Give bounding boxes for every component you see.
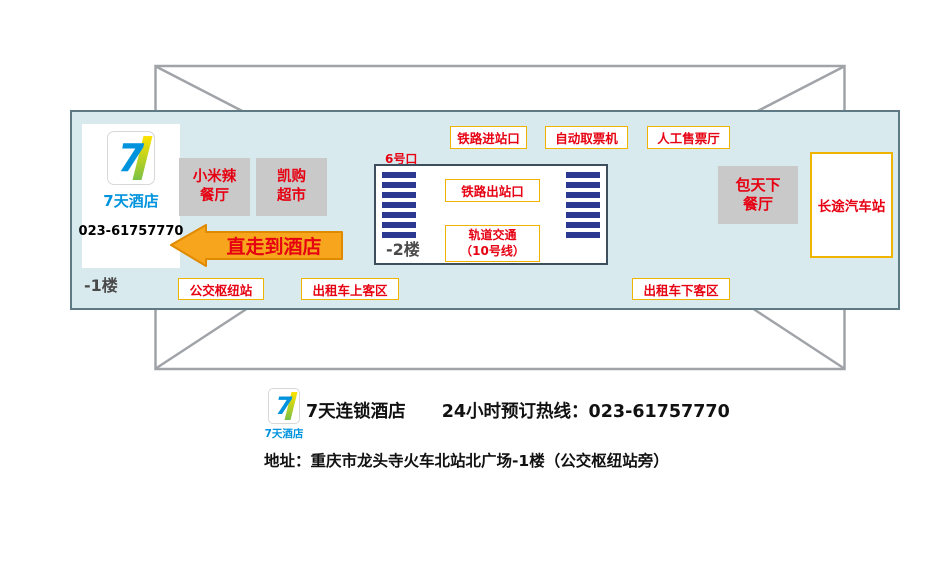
facility-taxi-dropoff: 出租车下客区 (632, 278, 730, 300)
station-map-panel: 7 7天酒店 023-61757770 -1楼 小米辣 餐厅 凯购 超市 直走到… (70, 110, 900, 310)
footer-hotline-line: 7天连锁酒店 24小时预订热线：023-61757770 (306, 398, 730, 423)
facility-ticket-office: 人工售票厅 (647, 126, 730, 149)
facility-metro-line10: 轨道交通 （10号线） (445, 225, 540, 262)
7days-logo-icon-small: 7 (268, 388, 300, 424)
facility-rail-exit: 铁路出站口 (445, 179, 540, 202)
metro-label-line: 轨道交通 (468, 227, 517, 242)
7days-logo-icon: 7 (107, 131, 155, 185)
facility-coach-terminal: 长途汽车站 (810, 152, 893, 258)
hotel-phone-number: 023-61757770 (78, 224, 184, 239)
logo-seven-glyph: 7 (117, 136, 145, 180)
walk-direction-arrow: 直走到酒店 (170, 224, 343, 267)
footer-address: 地址：重庆市龙头寺火车北站北广场-1楼（公交枢纽站旁） (264, 452, 669, 470)
shop-xiaomila-restaurant: 小米辣 餐厅 (179, 158, 250, 216)
arrow-label: 直走到酒店 (226, 236, 322, 258)
hotel-brand-name: 7天酒店 (103, 192, 159, 210)
hotel-logo-card: 7 7天酒店 023-61757770 (79, 124, 183, 268)
shop-label-line: 小米辣 (192, 169, 237, 186)
facility-taxi-pickup: 出租车上客区 (301, 278, 399, 300)
footer-hotel-logo: 7 7天酒店 (261, 388, 307, 441)
metro-label-line: （10号线） (460, 243, 525, 258)
floor-label-minus2: -2楼 (386, 240, 420, 259)
platform-stairs-left-icon (382, 172, 416, 238)
logo-seven-glyph: 7 (275, 392, 293, 420)
shop-label-line: 包天下 (735, 175, 781, 194)
shop-baotianxia-restaurant: 包天下 餐厅 (718, 166, 798, 224)
footer-brand-text: 7天连锁酒店 (306, 402, 406, 422)
shop-label-line: 超市 (277, 188, 306, 204)
exit-6-label: 6号口 (385, 152, 418, 166)
facility-rail-entrance: 铁路进站口 (450, 126, 527, 149)
shop-label-line: 凯购 (277, 169, 306, 186)
facility-ticket-machine: 自动取票机 (545, 126, 628, 149)
floor-label-minus1: -1楼 (84, 276, 118, 295)
platform-stairs-right-icon (566, 172, 600, 238)
shop-label-line: 餐厅 (742, 195, 773, 213)
shop-label-line: 餐厅 (200, 188, 229, 204)
footer-hotline-text: 24小时预订热线：023-61757770 (441, 402, 730, 422)
station-concourse-box: 铁路出站口 轨道交通 （10号线） -2楼 (374, 164, 608, 265)
footer-logo-brand: 7天酒店 (264, 428, 304, 440)
facility-bus-hub: 公交枢纽站 (178, 278, 264, 300)
left-arrow-icon (170, 224, 343, 267)
shop-kaigou-supermarket: 凯购 超市 (256, 158, 327, 216)
